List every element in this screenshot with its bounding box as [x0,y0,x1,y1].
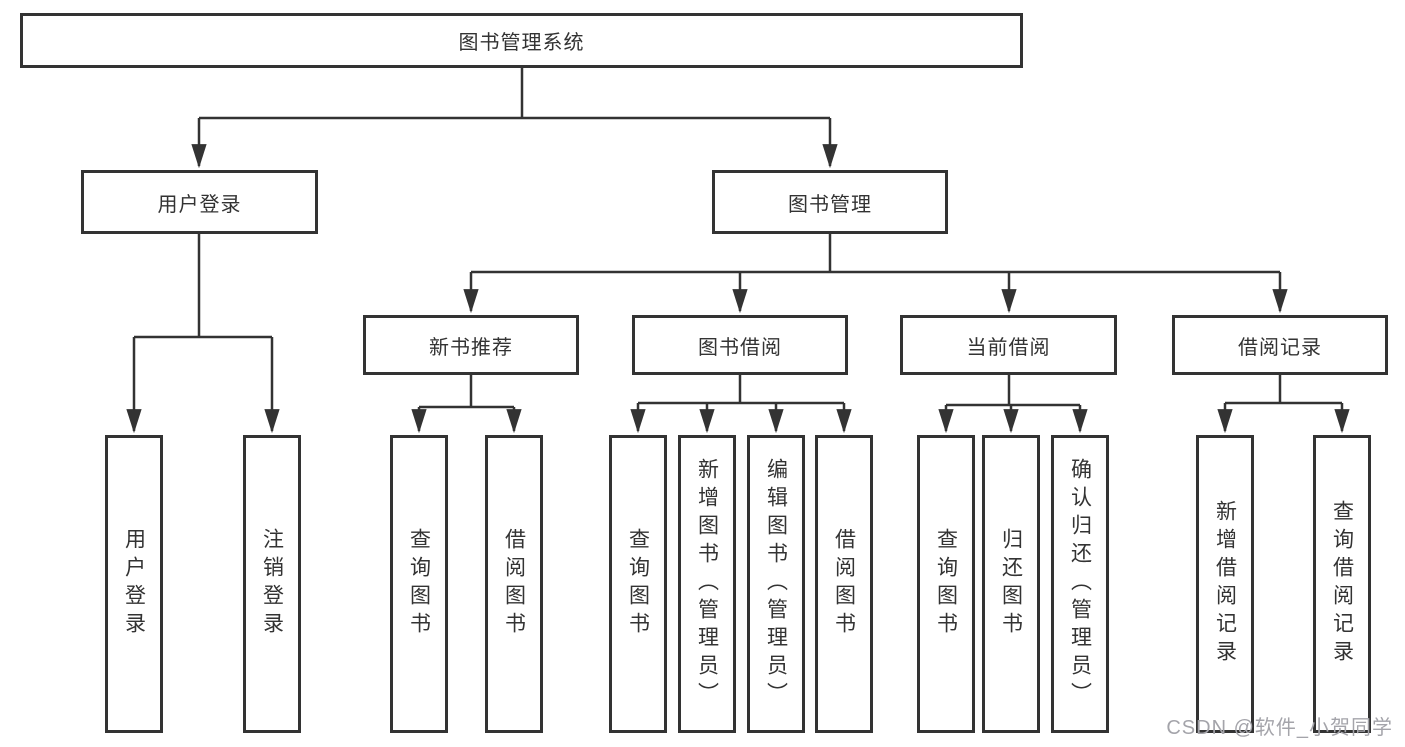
leaf-cb-query-books: 查询图书 [917,435,975,733]
leaf-br-add-record: 新增借阅记录 [1196,435,1254,733]
leaf-bb-add-books-admin: 新增图书（管理员） [678,435,736,733]
node-book-management: 图书管理 [712,170,948,234]
leaf-cb-confirm-return-admin: 确认归还（管理员） [1051,435,1109,733]
node-book-borrow: 图书借阅 [632,315,848,375]
node-root: 图书管理系统 [20,13,1023,68]
leaf-nb-borrow-books: 借阅图书 [485,435,543,733]
node-new-book-recommend: 新书推荐 [363,315,579,375]
watermark: CSDN @软件_小贺同学 [1166,717,1393,739]
leaf-bb-edit-books-admin: 编辑图书（管理员） [747,435,805,733]
leaf-logout: 注销登录 [243,435,301,733]
leaf-user-login: 用户登录 [105,435,163,733]
node-current-borrow: 当前借阅 [900,315,1117,375]
leaf-bb-borrow-books: 借阅图书 [815,435,873,733]
leaf-cb-return-books: 归还图书 [982,435,1040,733]
leaf-br-query-record: 查询借阅记录 [1313,435,1371,733]
leaf-nb-query-books: 查询图书 [390,435,448,733]
node-borrow-records: 借阅记录 [1172,315,1388,375]
node-user-login: 用户登录 [81,170,318,234]
leaf-bb-query-books: 查询图书 [609,435,667,733]
